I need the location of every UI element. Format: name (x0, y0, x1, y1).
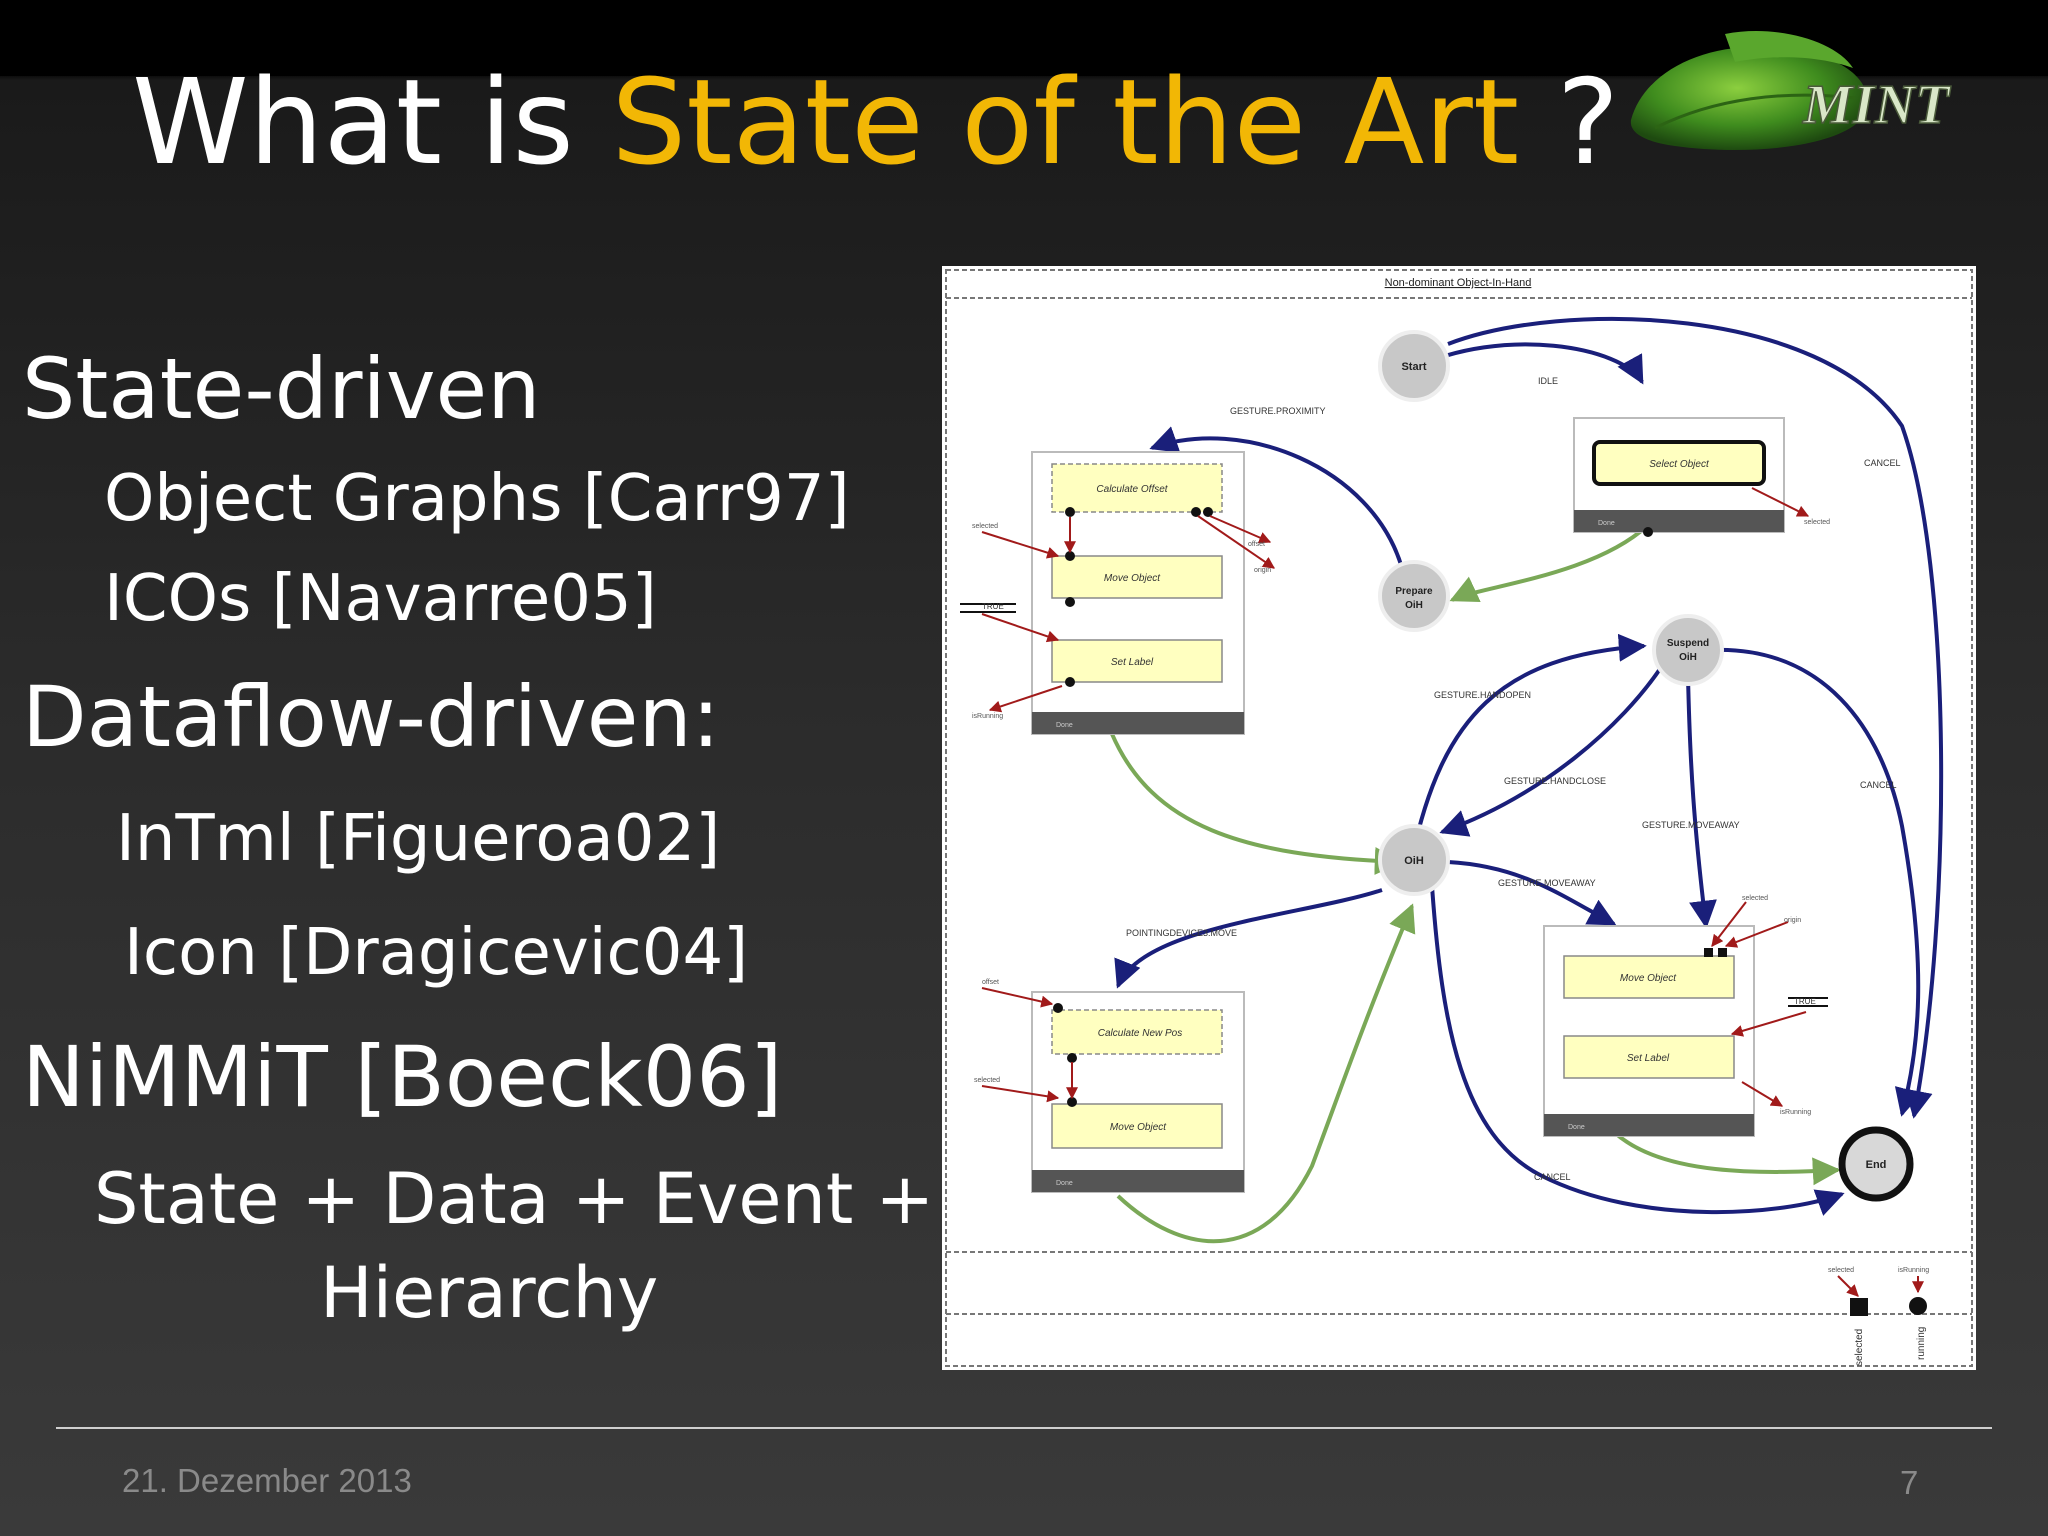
svg-text:origin: origin (1784, 917, 1801, 924)
task-group-move: Done Move Object Set Label TRUE selected… (1543, 895, 1828, 1137)
svg-text:OiH: OiH (1405, 600, 1423, 611)
bullet-dataflow-driven: Dataflow-driven: (22, 668, 721, 766)
event-cancel-3: CANCEL (1534, 1172, 1571, 1182)
svg-text:Calculate Offset: Calculate Offset (1096, 484, 1168, 495)
svg-text:selected: selected (972, 523, 998, 530)
bullet-icon: Icon [Dragicevic04] (124, 916, 749, 990)
event-pointingdevice-move: POINTINGDEVICE3.MOVE (1126, 928, 1237, 938)
svg-text:End: End (1866, 1159, 1887, 1171)
svg-text:Suspend: Suspend (1667, 638, 1709, 649)
event-gesture-moveaway-1: GESTURE.MOVEAWAY (1642, 820, 1740, 830)
state-start: Start (1378, 330, 1450, 402)
svg-text:Set Label: Set Label (1111, 657, 1154, 668)
logo-text: MINT (1802, 74, 1952, 136)
svg-text:Done: Done (1056, 1180, 1073, 1187)
svg-text:Prepare: Prepare (1395, 586, 1433, 597)
mint-logo: MINT (1625, 28, 1985, 158)
event-gesture-moveaway-2: GESTURE.MOVEAWAY (1498, 878, 1596, 888)
state-suspend-oih: Suspend OiH (1652, 614, 1724, 686)
svg-text:offset: offset (982, 979, 999, 986)
svg-text:running: running (1916, 1327, 1927, 1360)
svg-text:selected: selected (1804, 519, 1830, 526)
svg-text:Done: Done (1598, 520, 1615, 527)
svg-text:Set Label: Set Label (1627, 1053, 1670, 1064)
diagram-outputs: selected isRunning selected running (1828, 1267, 1929, 1366)
footer-divider (56, 1427, 1992, 1429)
bullet-intml: InTml [Figueroa02] (116, 802, 721, 876)
svg-text:Move Object: Move Object (1620, 973, 1677, 984)
svg-text:Done: Done (1056, 722, 1073, 729)
svg-text:selected: selected (1742, 895, 1768, 902)
state-prepare-oih: Prepare OiH (1378, 560, 1450, 632)
state-end: End (1838, 1126, 1914, 1202)
bullet-nimmit: NiMMiT [Boeck06] (22, 1028, 783, 1126)
bullet-state-data-event: State + Data + Event + (94, 1158, 935, 1240)
svg-text:selected: selected (1854, 1329, 1865, 1366)
svg-text:Start: Start (1401, 361, 1426, 373)
task-group-newpos: Done Calculate New Pos Move Object offse… (974, 979, 1245, 1193)
svg-text:selected: selected (1828, 1267, 1854, 1274)
bullet-hierarchy: Hierarchy (320, 1252, 659, 1334)
svg-text:isRunning: isRunning (1898, 1267, 1929, 1274)
svg-text:TRUE: TRUE (982, 602, 1004, 611)
task-group-select: Done Select Object selected (1573, 417, 1830, 537)
svg-text:isRunning: isRunning (972, 713, 1003, 720)
svg-text:origin: origin (1254, 567, 1271, 574)
event-cancel-1: CANCEL (1864, 458, 1901, 468)
slide-title: What is State of the Art ? (132, 53, 1620, 191)
svg-text:OiH: OiH (1679, 652, 1697, 663)
event-idle: IDLE (1538, 376, 1558, 386)
event-gesture-handopen: GESTURE.HANDOPEN (1434, 690, 1531, 700)
event-gesture-proximity: GESTURE.PROXIMITY (1230, 406, 1326, 416)
nimmit-diagram: Non-dominant Object-In-Hand IDLE GESTURE… (942, 266, 1976, 1370)
svg-text:Select Object: Select Object (1649, 459, 1710, 470)
svg-text:selected: selected (974, 1077, 1000, 1084)
svg-text:TRUE: TRUE (1794, 997, 1816, 1006)
event-cancel-2: CANCEL (1860, 780, 1897, 790)
title-highlight: State of the Art (611, 53, 1520, 191)
diagram-title: Non-dominant Object-In-Hand (1385, 277, 1532, 289)
svg-text:Calculate New Pos: Calculate New Pos (1098, 1028, 1182, 1039)
svg-text:Move Object: Move Object (1104, 573, 1161, 584)
footer-date: 21. Dezember 2013 (122, 1462, 412, 1499)
bullet-state-driven: State-driven (22, 340, 541, 438)
svg-text:Move Object: Move Object (1110, 1122, 1167, 1133)
bullet-object-graphs: Object Graphs [Carr97] (104, 462, 850, 536)
bullet-icos: ICOs [Navarre05] (104, 562, 657, 636)
event-gesture-handclose: GESTURE.HANDCLOSE (1504, 776, 1606, 786)
svg-text:Done: Done (1568, 1124, 1585, 1131)
svg-text:isRunning: isRunning (1780, 1109, 1811, 1116)
state-oih: OiH (1378, 824, 1450, 896)
task-group-offset: Done Calculate Offset Move Object Set La… (960, 451, 1275, 735)
svg-text:offset: offset (1248, 541, 1265, 548)
page-number: 7 (1900, 1464, 1919, 1501)
svg-text:OiH: OiH (1404, 855, 1424, 867)
